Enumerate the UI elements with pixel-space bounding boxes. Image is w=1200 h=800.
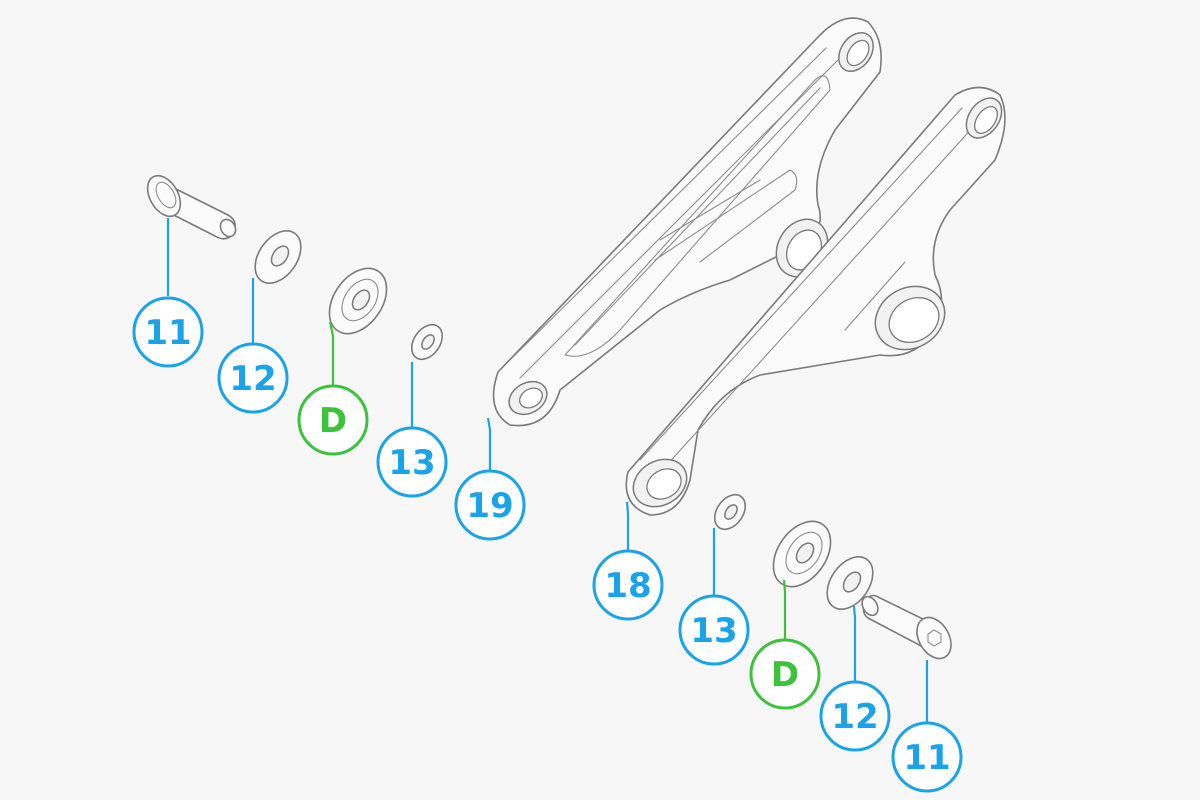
leader-D-upper bbox=[328, 321, 335, 386]
callout-label: 13 bbox=[388, 443, 435, 483]
callout-12-lower: 12 bbox=[819, 680, 891, 752]
callout-label: D bbox=[771, 655, 799, 695]
callout-D-upper: D bbox=[297, 384, 369, 456]
callout-label: 12 bbox=[229, 359, 276, 399]
callout-13-lower: 13 bbox=[678, 594, 750, 666]
callout-11-lower: 11 bbox=[891, 721, 963, 793]
callout-11-upper: 11 bbox=[132, 296, 204, 368]
bearing-D-lower bbox=[772, 520, 832, 588]
washer-12-upper bbox=[254, 230, 302, 284]
bolt-11-lower bbox=[861, 594, 952, 660]
callout-18: 18 bbox=[592, 549, 664, 621]
leader-12-lower bbox=[852, 605, 857, 682]
callout-label: 13 bbox=[690, 611, 737, 651]
bearing-D-upper bbox=[328, 267, 388, 335]
leader-D-lower bbox=[782, 579, 787, 640]
callout-label: D bbox=[319, 401, 347, 441]
link-arm-18 bbox=[625, 86, 1006, 516]
callouts: 11 12 D 13 19 18 13 D bbox=[132, 296, 963, 793]
callout-D-lower: D bbox=[749, 638, 821, 710]
spacer-13-lower bbox=[713, 493, 747, 531]
leader-lines bbox=[166, 218, 929, 722]
callout-12-upper: 12 bbox=[217, 342, 289, 414]
washer-12-lower bbox=[826, 556, 874, 610]
bolt-11-upper bbox=[146, 174, 237, 240]
leader-18 bbox=[625, 501, 630, 550]
callout-19: 19 bbox=[454, 469, 526, 541]
callout-label: 11 bbox=[144, 313, 191, 353]
callout-label: 11 bbox=[903, 738, 950, 778]
callout-label: 18 bbox=[604, 566, 651, 606]
callout-label: 19 bbox=[466, 486, 513, 526]
leader-19 bbox=[486, 417, 492, 470]
spacer-13-upper bbox=[410, 323, 444, 361]
callout-label: 12 bbox=[831, 697, 878, 737]
callout-13-upper: 13 bbox=[376, 426, 448, 498]
